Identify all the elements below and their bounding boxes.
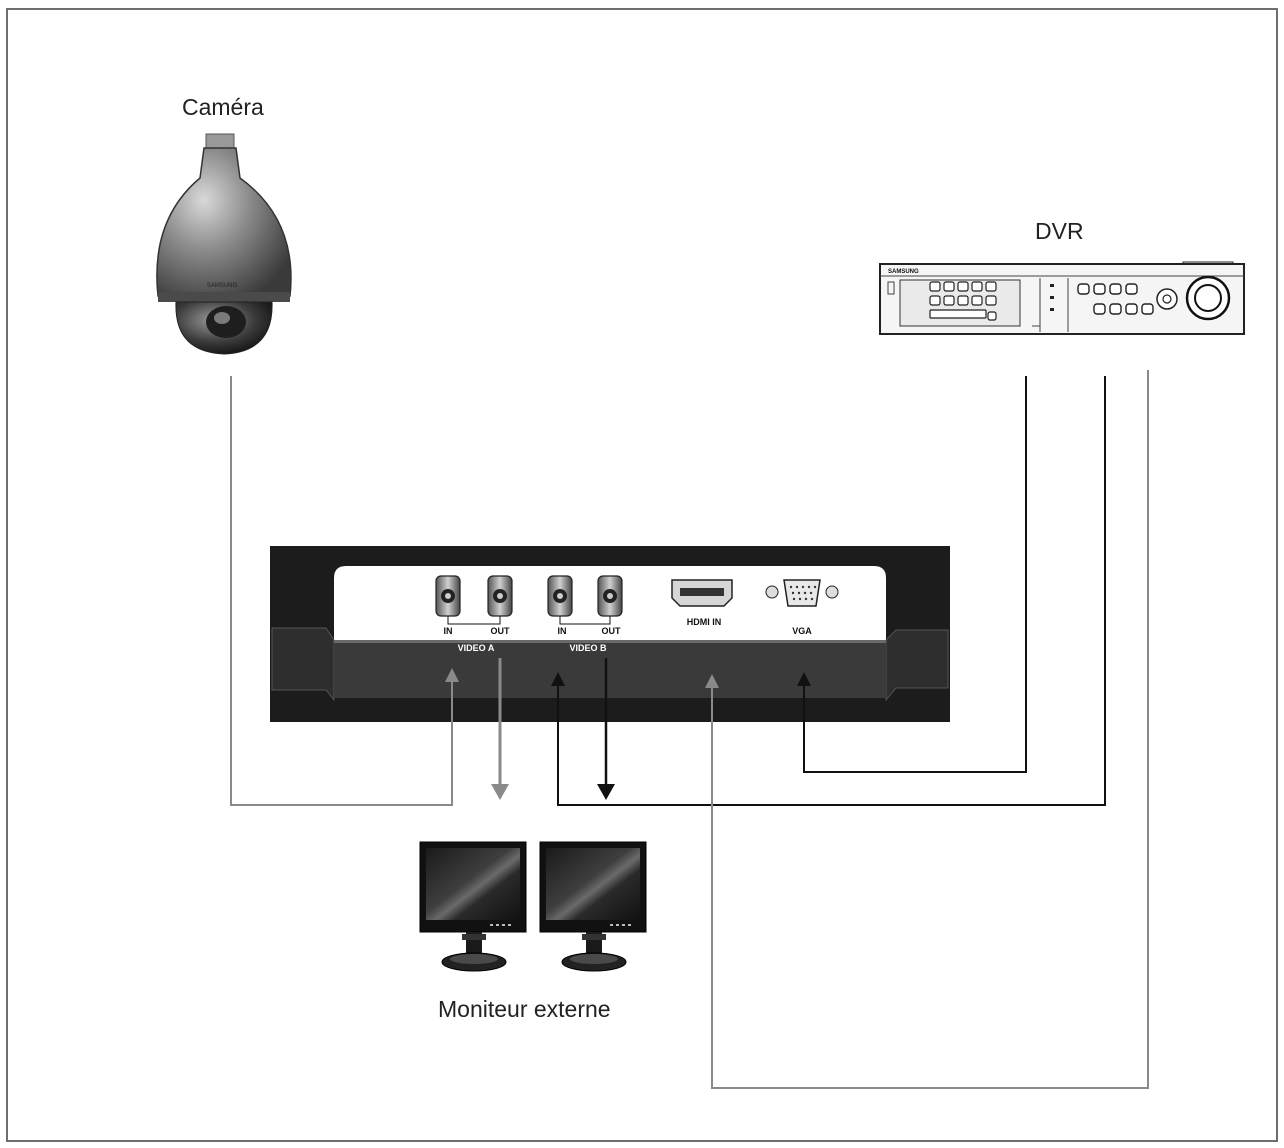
monitor-rear-panel [270, 546, 950, 722]
bnc-video-a-out-port [487, 575, 513, 617]
camera-brand-text: SAMSUNG [207, 283, 238, 289]
cable-camera-to-video-a-in [230, 376, 459, 806]
video-b-group-label: VIDEO B [569, 643, 607, 653]
cable-dvr-to-vga [797, 376, 1027, 773]
video-b-out-label: OUT [602, 626, 622, 636]
bnc-video-b-out-port [597, 575, 623, 617]
video-a-in-label: IN [444, 626, 453, 636]
vga-label: VGA [792, 626, 812, 636]
dvr-label: DVR [1035, 218, 1084, 244]
cable-video-a-out-to-monitor [491, 658, 509, 800]
bnc-video-a-in-port [435, 575, 461, 617]
cable-dvr-to-hdmi [705, 370, 1149, 1089]
dvr-brand-text: SAMSUNG [888, 269, 919, 275]
hdmi-port [671, 579, 733, 607]
cable-video-b-out-to-monitor [597, 658, 615, 800]
video-a-group-label: VIDEO A [458, 643, 495, 653]
external-monitor-1-image [419, 841, 527, 972]
video-b-in-label: IN [558, 626, 567, 636]
dvr-image: SAMSUNG [879, 261, 1245, 335]
vga-port [765, 579, 839, 607]
external-monitor-label: Moniteur externe [438, 996, 611, 1022]
hdmi-in-label: HDMI IN [687, 617, 722, 627]
camera-label: Caméra [182, 94, 264, 120]
video-a-out-label: OUT [491, 626, 511, 636]
external-monitor-2-image [539, 841, 647, 972]
cable-dvr-to-video-b-in [551, 376, 1106, 806]
camera-image: SAMSUNG [156, 133, 292, 355]
diagram-frame [6, 8, 1278, 1142]
bnc-video-b-in-port [547, 575, 573, 617]
